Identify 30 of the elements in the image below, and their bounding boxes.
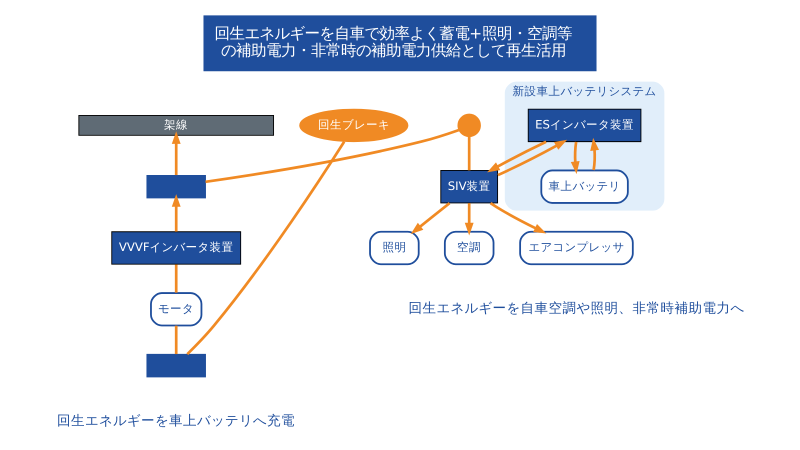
node-box: ESインバータ装置 <box>528 108 642 142</box>
node-ellipse: 回生ブレーキ <box>299 108 408 142</box>
arrow <box>497 140 568 176</box>
arrow <box>590 138 600 170</box>
node-box: モータ <box>150 292 202 326</box>
arrow <box>172 194 181 232</box>
connector <box>186 140 346 356</box>
arrow <box>570 142 580 174</box>
node-box: VVVFインバータ装置 <box>111 231 242 265</box>
node-box: 空調 <box>444 230 494 266</box>
node-box: SIV装置 <box>440 170 498 204</box>
node-box: 架線 <box>78 115 274 136</box>
connector <box>174 264 178 293</box>
arrow <box>410 202 450 234</box>
node-box: 車上バッテリ <box>540 170 629 204</box>
connector <box>205 128 460 184</box>
arrow <box>464 203 474 236</box>
arrow <box>172 131 181 176</box>
node-box: 照明 <box>369 230 420 266</box>
connector <box>174 326 178 354</box>
node-box <box>146 354 206 378</box>
arrow <box>490 202 546 234</box>
connector <box>468 136 471 170</box>
label: 回生エネルギーを車上バッテリへ充電 <box>57 413 296 430</box>
node-box: エアコンプレッサ <box>519 230 634 266</box>
node-box <box>146 174 206 198</box>
node-circle <box>457 114 481 138</box>
diagram-title: 回生エネルギーを自車で効率よく蓄電+照明・空調等の補助電力・非常時の補助電力供給として再生活用 <box>214 24 572 60</box>
arrow <box>487 140 547 172</box>
label: 回生エネルギーを自車空調や照明、非常時補助電力へ <box>408 300 744 316</box>
